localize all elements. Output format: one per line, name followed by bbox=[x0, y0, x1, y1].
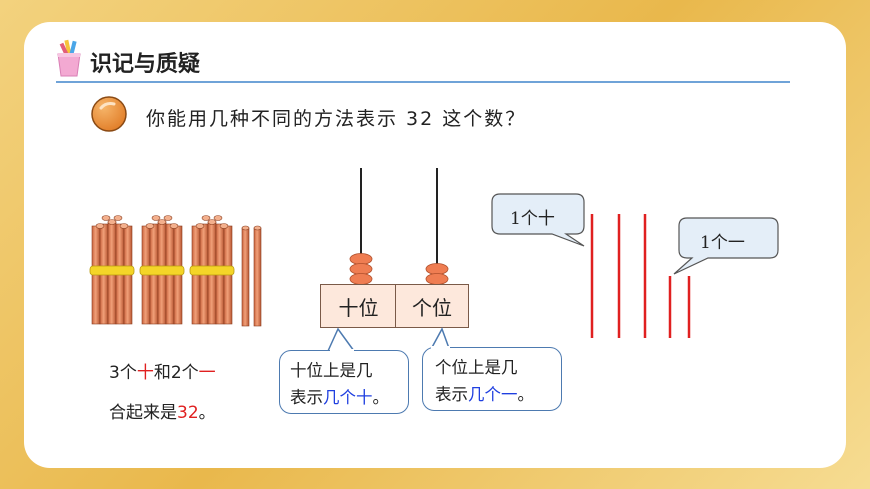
tens-note-line1: 十位上是几 bbox=[290, 361, 373, 380]
note-text: 表示 bbox=[435, 385, 468, 404]
caption-text: 和2个 bbox=[153, 363, 199, 383]
note-pointers bbox=[327, 327, 451, 352]
ones-callout-label: 1个一 bbox=[700, 233, 745, 253]
caption-tens-word: 十 bbox=[136, 363, 154, 383]
single-stick bbox=[253, 225, 262, 327]
tens-note: 十位上是几 表示几个十。 bbox=[279, 350, 409, 414]
note-highlight: 几个十 bbox=[323, 388, 373, 407]
stick-bundles-illustration bbox=[89, 215, 262, 327]
question-text: 你能用几种不同的方法表示 32 这个数？ bbox=[146, 108, 527, 130]
ones-beads bbox=[425, 263, 449, 285]
tens-note-line2: 表示几个十。 bbox=[290, 384, 400, 411]
note-text: 表示 bbox=[290, 388, 323, 407]
pointer-join bbox=[431, 346, 450, 350]
header-divider bbox=[56, 81, 790, 83]
stick-bundle bbox=[189, 215, 235, 325]
ones-note-line1: 个位上是几 bbox=[435, 358, 518, 377]
bundle-caption-line2: 合起来是32。 bbox=[109, 398, 216, 423]
ones-note: 个位上是几 表示几个一。 bbox=[422, 347, 562, 411]
caption-text: 。 bbox=[198, 403, 216, 423]
pencil-cup-icon bbox=[57, 39, 81, 77]
note-text: 。 bbox=[517, 385, 535, 404]
ones-place-box: 个位 bbox=[395, 284, 469, 328]
single-stick bbox=[241, 225, 250, 327]
note-text: 。 bbox=[372, 388, 390, 407]
page-title: 识记与质疑 bbox=[90, 52, 201, 77]
tens-callout-bubble bbox=[491, 193, 585, 247]
bundle-caption-line1: 3个十和2个一 bbox=[109, 358, 216, 383]
pointer-join bbox=[330, 349, 354, 353]
note-highlight: 几个一 bbox=[468, 385, 518, 404]
lines-diagram bbox=[491, 193, 779, 338]
orange-bullet-icon bbox=[91, 96, 127, 132]
ones-callout-bubble bbox=[673, 217, 779, 275]
caption-text: 合起来是 bbox=[109, 403, 177, 423]
abacus-rods bbox=[349, 168, 449, 285]
tens-place-box: 十位 bbox=[320, 284, 397, 328]
caption-ones-word: 一 bbox=[198, 363, 216, 383]
tens-beads bbox=[349, 253, 373, 285]
tens-callout-label: 1个十 bbox=[510, 209, 555, 229]
caption-text: 3个 bbox=[109, 363, 137, 383]
stick-bundle bbox=[89, 215, 135, 325]
stick-bundle bbox=[139, 215, 185, 325]
caption-number: 32 bbox=[177, 403, 199, 423]
ones-note-line2: 表示几个一。 bbox=[435, 381, 553, 408]
